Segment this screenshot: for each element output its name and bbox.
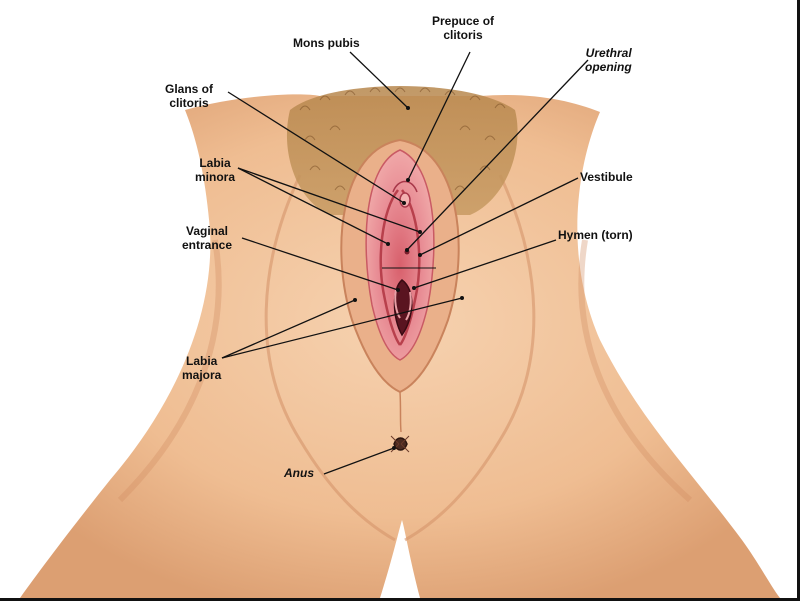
leader-hymen (413, 239, 557, 289)
label-hymen-torn: Hymen (torn) (558, 228, 633, 242)
leader-lines (221, 51, 589, 475)
left-thigh-crease (264, 174, 396, 542)
right-labium-minus (398, 189, 421, 346)
label-vestibule: Vestibule (580, 170, 633, 184)
leader-majora-1 (221, 299, 356, 359)
left-outer-shadow (117, 239, 222, 503)
leader-majora-2 (221, 297, 463, 359)
leader-dots (353, 106, 464, 450)
label-prepuce-of-clitoris: Prepuce of clitoris (432, 14, 495, 42)
right-thigh-crease (404, 174, 536, 542)
label-vaginal-entrance: Vaginal entrance (182, 224, 233, 252)
leader-minora-1 (237, 167, 421, 233)
leader-anus (323, 447, 395, 475)
anus-folds (390, 435, 410, 453)
leader-vestibule (419, 177, 579, 256)
clitoral-hood (392, 180, 418, 193)
left-labium-minus (379, 189, 402, 346)
label-urethral-opening: Urethral opening (585, 46, 632, 74)
perineal-raphe (399, 391, 402, 433)
leader-minora-2 (237, 167, 389, 245)
leader-vaginal (241, 237, 399, 291)
label-labia-majora: Labia majora (182, 354, 222, 382)
vestibule-shape (365, 149, 435, 361)
label-glans-of-clitoris: Glans of clitoris (165, 82, 214, 110)
leader-glans (227, 91, 405, 204)
label-mons-pubis: Mons pubis (293, 36, 360, 50)
leader-prepuce (407, 51, 471, 181)
leader-urethral (406, 59, 589, 251)
clitoris-glans (399, 192, 411, 208)
leader-mons (349, 51, 409, 109)
hair-texture (299, 87, 506, 191)
label-anus: Anus (284, 466, 314, 480)
right-outer-shadow (578, 239, 692, 503)
label-labia-minora: Labia minora (195, 156, 236, 184)
hymen-remnant (394, 289, 412, 321)
